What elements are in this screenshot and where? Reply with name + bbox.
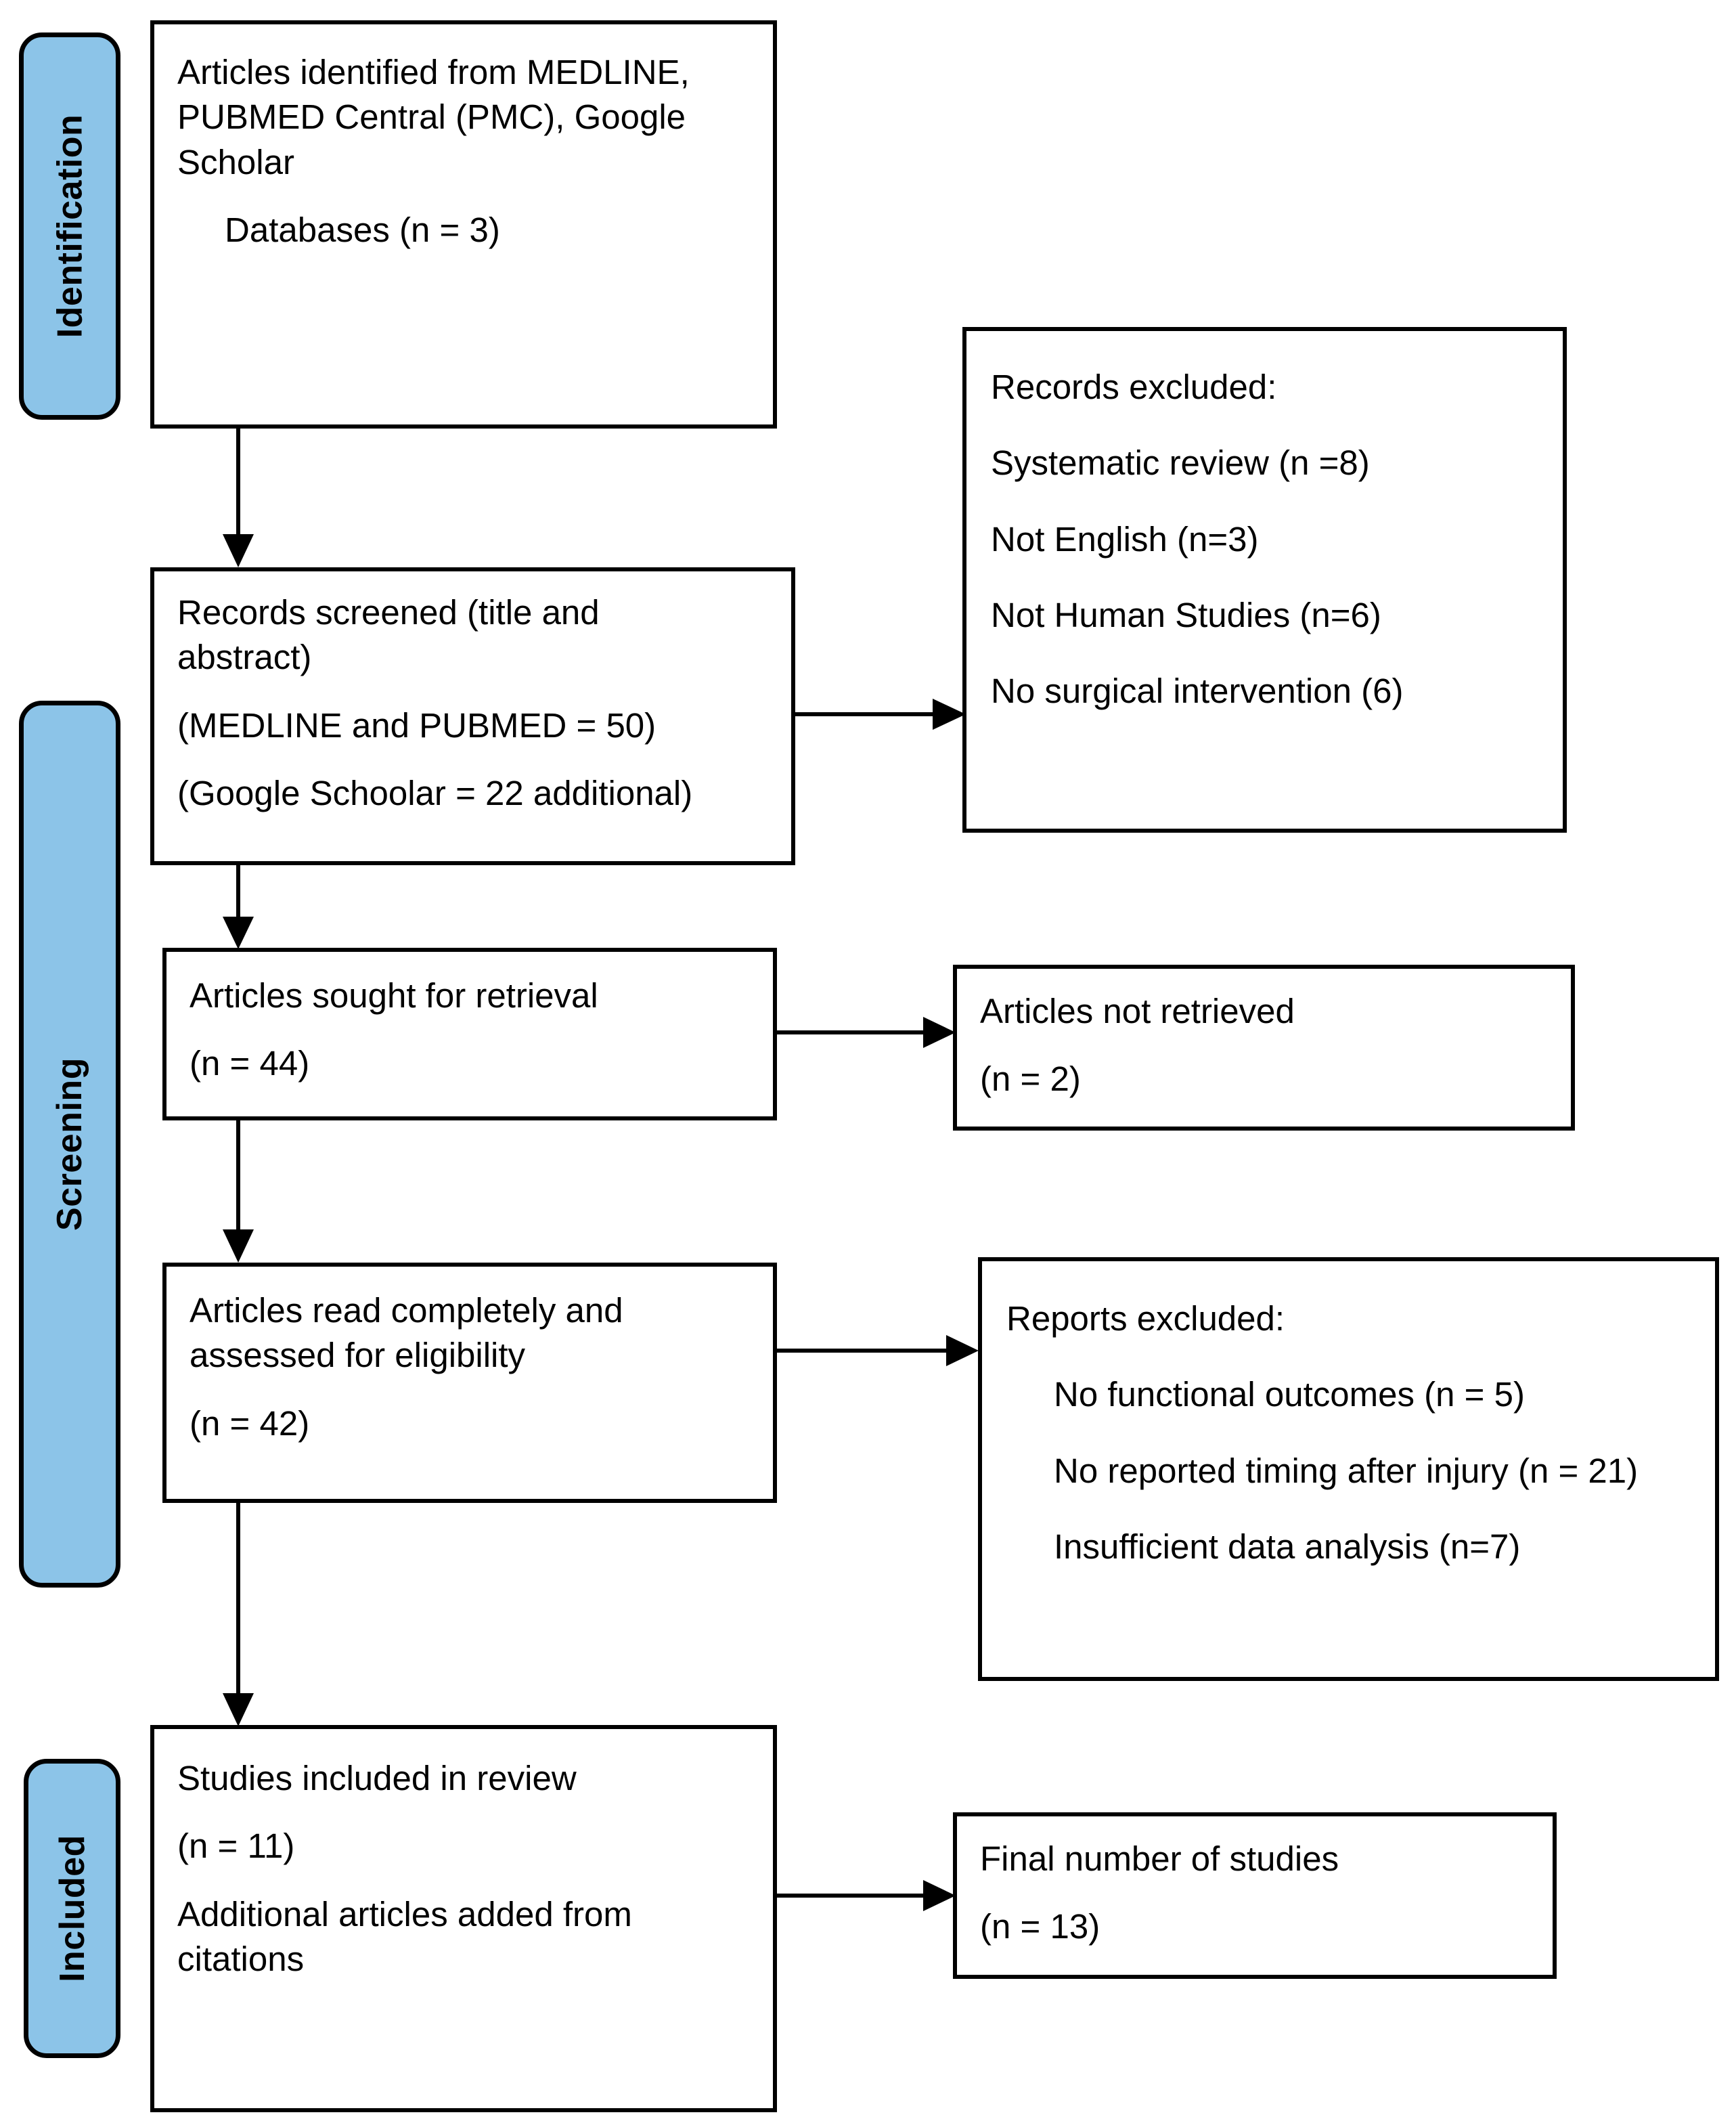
records-excluded-heading: Records excluded: [991,368,1277,406]
stage-label-included: Included [52,1835,92,1982]
articles-read-line-2: assessed for eligibility [190,1336,526,1375]
reports-excluded-item-1: No functional outcomes (n = 5) [1054,1375,1525,1414]
box-studies-included-in-review: Studies included in review (n = 11) Addi… [150,1725,777,2112]
arrow-down-icon [223,865,254,949]
records-excluded-item-4: No surgical intervention (6) [991,672,1404,711]
box-reports-excluded: Reports excluded: No functional outcomes… [978,1257,1719,1681]
final-number-title: Final number of studies [980,1839,1339,1878]
connector-screened-to-records-excluded [795,694,978,735]
articles-identified-line-3: Scholar [177,142,294,181]
arrow-right-icon [777,1017,956,1048]
connector-sought-to-not-retrieved [777,1012,973,1053]
arrow-down-icon [223,429,254,567]
studies-included-title: Studies included in review [177,1759,577,1797]
box-articles-read-completely: Articles read completely and assessed fo… [162,1263,777,1503]
articles-read-count: (n = 42) [190,1403,310,1443]
articles-identified-line-1: Articles identified from MEDLINE, [177,53,690,91]
reports-excluded-item-2: No reported timing after injury (n = 21) [1054,1451,1639,1490]
arrow-right-icon [777,1880,956,1911]
box-articles-identified: Articles identified from MEDLINE, PUBMED… [150,20,777,429]
stage-pill-included: Included [24,1759,120,2058]
connector-identified-to-screened [203,429,284,571]
records-excluded-item-3: Not Human Studies (n=6) [991,595,1381,634]
stage-label-identification: Identification [50,114,89,338]
connector-sought-to-read [203,1120,284,1266]
records-screened-line-2: abstract) [177,638,312,677]
box-records-screened: Records screened (title and abstract) (M… [150,567,795,865]
connector-read-to-reports-excluded [777,1330,1000,1371]
records-screened-medline-pubmed-count: (MEDLINE and PUBMED = 50) [177,705,656,745]
records-screened-line-1: Records screened (title and [177,593,600,632]
box-articles-not-retrieved: Articles not retrieved (n = 2) [953,965,1575,1131]
arrow-right-icon [777,1335,979,1366]
stage-pill-screening: Screening [19,701,120,1588]
box-records-excluded: Records excluded: Systematic review (n =… [962,327,1567,833]
connector-studies-to-final-number [777,1875,973,1916]
additional-articles-line-1: Additional articles added from [177,1894,632,1934]
articles-sought-count: (n = 44) [190,1044,310,1083]
box-final-number-of-studies: Final number of studies (n = 13) [953,1812,1557,1979]
arrow-down-icon [223,1503,254,1726]
records-excluded-item-2: Not English (n=3) [991,519,1259,559]
articles-identified-databases-count: Databases (n = 3) [225,210,500,249]
articles-identified-line-2: PUBMED Central (PMC), Google [177,97,686,137]
reports-excluded-heading: Reports excluded: [1006,1299,1285,1338]
reports-excluded-item-3: Insufficient data analysis (n=7) [1054,1527,1521,1566]
articles-sought-title: Articles sought for retrieval [190,976,598,1015]
arrow-right-icon [795,699,966,730]
stage-pill-identification: Identification [19,32,120,420]
records-screened-google-scholar-count: (Google Schoolar = 22 additional) [177,773,693,812]
box-articles-sought-for-retrieval: Articles sought for retrieval (n = 44) [162,948,777,1120]
additional-articles-line-2: citations [177,1939,305,1978]
articles-read-line-1: Articles read completely and [190,1291,623,1330]
final-number-count: (n = 13) [980,1907,1100,1946]
connector-read-to-studies-included [203,1503,284,1730]
stage-label-screening: Screening [50,1057,90,1231]
connector-screened-to-sought [203,865,284,953]
studies-included-count: (n = 11) [177,1827,295,1866]
articles-not-retrieved-title: Articles not retrieved [980,992,1295,1030]
articles-not-retrieved-count: (n = 2) [980,1060,1081,1099]
records-excluded-item-1: Systematic review (n =8) [991,443,1370,483]
arrow-down-icon [223,1120,254,1263]
